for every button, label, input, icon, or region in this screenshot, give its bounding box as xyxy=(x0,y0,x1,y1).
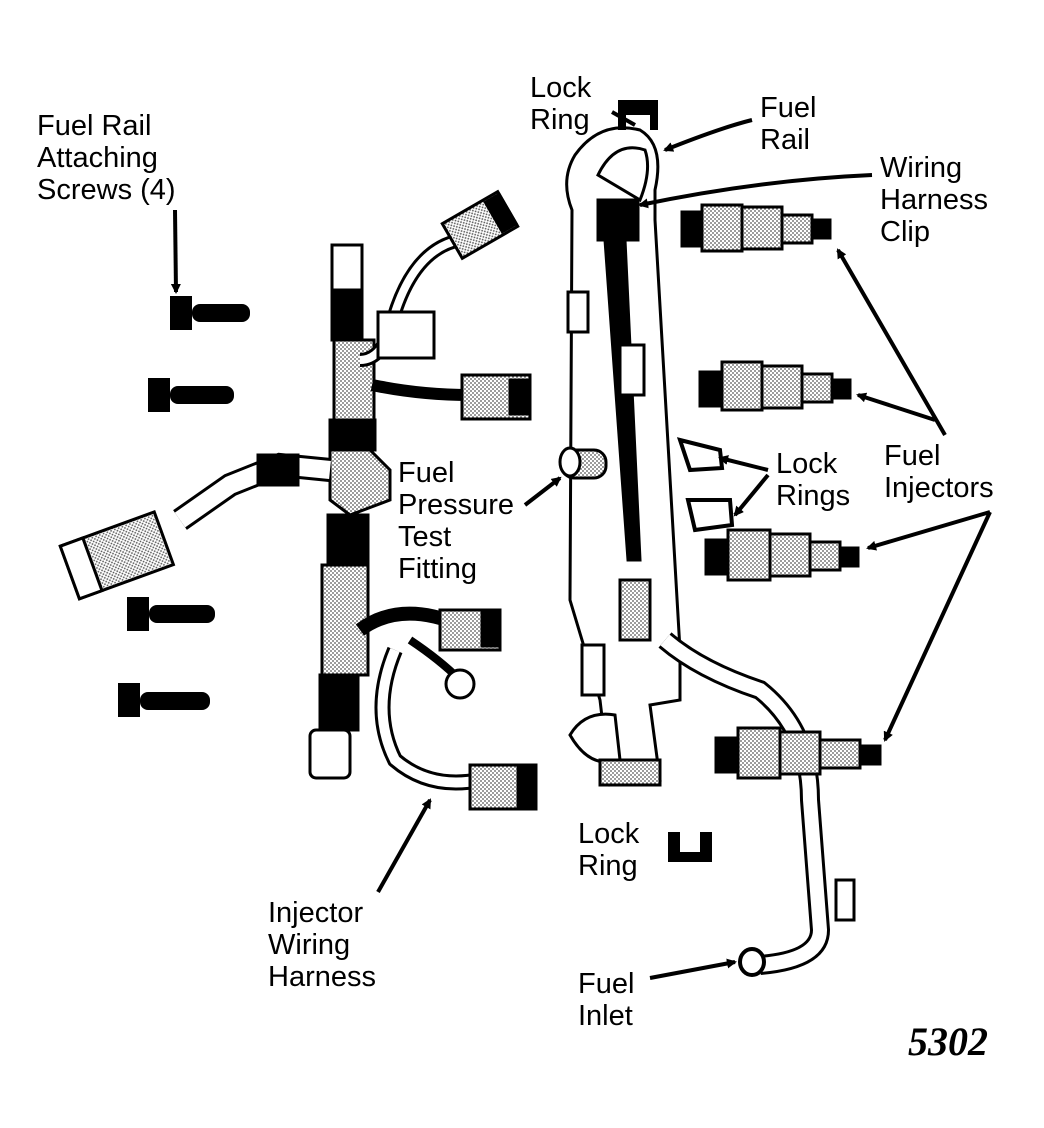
fuel-injector-3 xyxy=(704,528,860,582)
arrow-screws xyxy=(170,209,181,294)
lock-ring-top xyxy=(618,100,658,130)
arrow-fuel-inlet xyxy=(649,958,737,980)
arrow-lock-rings-2 xyxy=(733,473,770,517)
arrow-lock-rings-1 xyxy=(718,455,769,472)
lock-ring-middle-2 xyxy=(685,498,735,533)
arrow-harness xyxy=(376,798,432,893)
attaching-screw-4 xyxy=(118,683,210,717)
fuel-injector-2 xyxy=(698,360,852,412)
fuel-pressure-test-fitting xyxy=(558,446,608,480)
lock-ring-middle-1 xyxy=(676,437,725,473)
injector-wiring-harness xyxy=(58,189,538,811)
fuel-rail xyxy=(565,126,682,787)
arrow-test-fitting xyxy=(523,476,562,507)
fuel-injector-4 xyxy=(714,726,882,780)
arrow-wiring-clip xyxy=(638,173,873,209)
attaching-screw-3 xyxy=(127,597,215,631)
arrow-lock-ring-top xyxy=(611,110,636,127)
arrow-injector-2 xyxy=(856,392,936,422)
arrow-injector-3 xyxy=(866,510,991,551)
attaching-screw-2 xyxy=(148,378,234,412)
fuel-inlet-port xyxy=(738,947,766,977)
arrow-injector-4 xyxy=(883,511,992,742)
attaching-screw-1 xyxy=(170,296,250,330)
arrow-injector-1 xyxy=(836,248,947,437)
fuel-injector-1 xyxy=(680,203,832,253)
leader-arrows xyxy=(170,110,992,980)
lock-ring-bottom xyxy=(668,832,712,862)
arrow-fuel-rail xyxy=(663,118,753,152)
figure-number: 5302 xyxy=(908,1019,988,1064)
